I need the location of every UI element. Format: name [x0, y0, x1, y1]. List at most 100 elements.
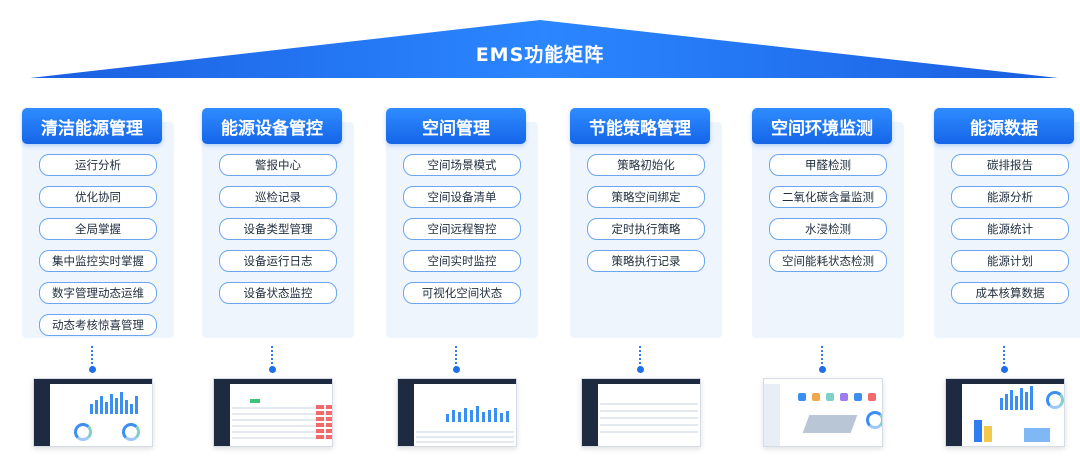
feature-pill: 动态考核惊喜管理 [39, 314, 157, 336]
thumbnail-graphic [482, 412, 485, 422]
thumbnail-graphic [214, 384, 230, 446]
thumbnail-graphic [135, 396, 138, 414]
thumbnail-graphic [120, 392, 123, 414]
thumbnail-graphic [452, 410, 455, 422]
column-header: 空间管理 [386, 108, 526, 144]
feature-pill: 全局掌握 [39, 218, 157, 240]
feature-pill: 能源分析 [951, 186, 1069, 208]
thumbnail-graphic [326, 405, 332, 409]
thumbnail-graphic [1000, 398, 1003, 410]
thumbnail-graphic [494, 408, 497, 422]
screenshot-thumbnail [33, 378, 153, 447]
thumbnail-graphic [125, 400, 128, 414]
thumbnail-graphic [416, 431, 514, 433]
thumbnail-graphic [1020, 388, 1023, 410]
thumbnail-graphic [232, 413, 330, 415]
thumbnail-graphic [326, 417, 332, 421]
screenshot-thumbnail [581, 378, 701, 447]
thumbnail-graphic [600, 387, 698, 444]
feature-pill: 空间实时监控 [403, 250, 521, 272]
thumbnail-graphic [600, 431, 698, 433]
feature-pill: 优化协同 [39, 186, 157, 208]
thumbnail-graphic [232, 407, 330, 409]
thumbnail-graphic [1024, 428, 1050, 442]
thumbnail-graphic [326, 423, 332, 427]
thumbnail-graphic [500, 413, 503, 422]
thumbnail-graphic [326, 429, 332, 433]
feature-pill: 空间场景模式 [403, 154, 521, 176]
thumbnail-graphic [232, 419, 330, 421]
connector-line [1003, 346, 1005, 368]
thumbnail-graphic [105, 402, 108, 414]
feature-pill: 空间能耗状态检测 [769, 250, 887, 272]
thumbnail-graphic [316, 423, 324, 427]
thumbnail-graphic [316, 435, 324, 439]
thumbnail-graphic [115, 398, 118, 414]
feature-pill: 设备运行日志 [219, 250, 337, 272]
connector-dot [452, 366, 460, 373]
feature-pill: 二氧化碳含量监测 [769, 186, 887, 208]
thumbnail-graphic [1010, 390, 1013, 410]
thumbnail-graphic [600, 403, 698, 405]
feature-pill: 运行分析 [39, 154, 157, 176]
feature-list: 碳排报告能源分析能源统计能源计划成本核算数据 [934, 154, 1080, 314]
thumbnail-graphic [100, 396, 103, 414]
feature-pill: 策略空间绑定 [587, 186, 705, 208]
thumbnail-graphic [600, 410, 698, 412]
thumbnail-graphic [1025, 392, 1028, 410]
thumbnail-graphic [464, 408, 467, 422]
connector-dot [88, 366, 96, 373]
thumbnail-graphic [34, 384, 50, 446]
feature-list: 警报中心巡检记录设备类型管理设备运行日志设备状态监控 [202, 154, 354, 314]
thumbnail-graphic [764, 384, 780, 446]
screenshot-thumbnail [397, 378, 517, 447]
feature-pill: 巡检记录 [219, 186, 337, 208]
connector-line [821, 346, 823, 368]
thumbnail-graphic [854, 393, 862, 401]
feature-pill: 策略执行记录 [587, 250, 705, 272]
thumbnail-graphic [458, 412, 461, 422]
feature-pill: 策略初始化 [587, 154, 705, 176]
thumbnail-graphic [974, 420, 982, 442]
thumbnail-graphic [1046, 391, 1064, 409]
connector-dot [636, 366, 644, 373]
connector-line [271, 346, 273, 368]
thumbnail-graphic [52, 387, 150, 444]
thumbnail-graphic [416, 387, 514, 444]
thumbnail-graphic [866, 411, 882, 429]
connector-line [455, 346, 457, 368]
column-header: 清洁能源管理 [22, 108, 162, 144]
feature-pill: 设备类型管理 [219, 218, 337, 240]
feature-pill: 甲醛检测 [769, 154, 887, 176]
thumbnail-graphic [582, 379, 700, 384]
thumbnail-graphic [600, 417, 698, 419]
thumbnail-graphic [316, 417, 324, 421]
thumbnail-graphic [250, 399, 260, 403]
thumbnail-graphic [90, 404, 93, 414]
feature-pill: 空间远程智控 [403, 218, 521, 240]
connector-dot [1000, 366, 1008, 373]
thumbnail-graphic [802, 415, 858, 433]
thumbnail-graphic [316, 411, 324, 415]
thumbnail-graphic [840, 393, 848, 401]
thumbnail-graphic [964, 386, 1064, 444]
thumbnail-graphic [1005, 394, 1008, 410]
thumbnail-graphic [232, 437, 330, 439]
thumbnail-graphic [506, 411, 509, 422]
thumbnail-graphic [326, 435, 332, 439]
thumbnail-graphic [416, 436, 514, 438]
feature-list: 策略初始化策略空间绑定定时执行策略策略执行记录 [570, 154, 722, 282]
screenshot-thumbnail [213, 378, 333, 447]
feature-pill: 定时执行策略 [587, 218, 705, 240]
thumbnail-graphic [782, 387, 882, 444]
thumbnail-graphic [582, 384, 598, 446]
thumbnail-graphic [488, 410, 491, 422]
thumbnail-graphic [110, 394, 113, 414]
thumbnail-graphic [416, 441, 514, 443]
thumbnail-graphic [95, 400, 98, 414]
thumbnail-graphic [446, 414, 449, 422]
thumbnail-graphic [232, 387, 332, 444]
thumbnail-graphic [232, 425, 330, 427]
thumbnail-graphic [326, 411, 332, 415]
thumbnail-graphic [122, 423, 140, 441]
